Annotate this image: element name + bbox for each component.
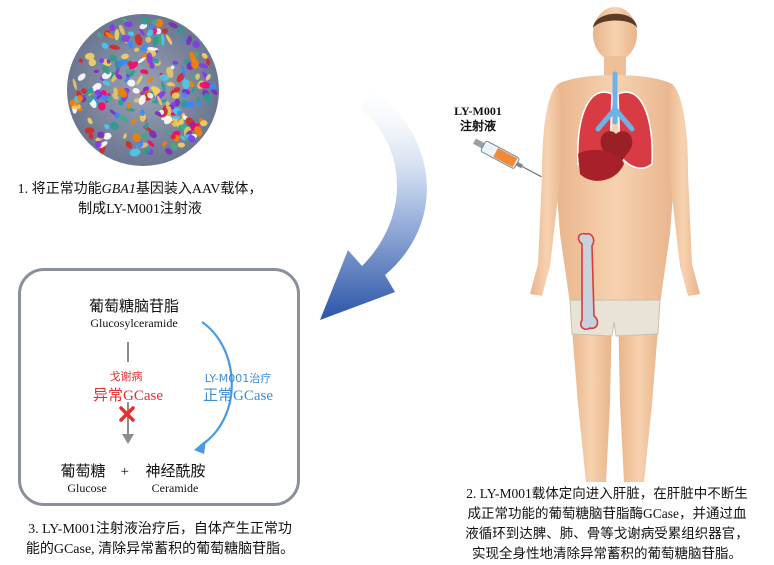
injection-label: LY-M001 注射液 [454, 104, 502, 133]
syringe-icon [473, 138, 542, 178]
disease-label: 戈谢病 [109, 370, 143, 383]
blocked-reaction-arrow [122, 342, 134, 444]
step2-caption: 2. LY-M001载体定向进入肝脏，在肝脏中不断生 成正常功能的葡萄糖脑苷脂酶… [465, 486, 749, 561]
step3-caption: 3. LY-M001注射液治疗后，自体产生正常功 能的GCase, 清除异常蓄积… [25, 522, 295, 557]
human-body-illustration [530, 7, 700, 482]
treatment-curve-arrow [194, 321, 233, 454]
step1-caption: 1. 将正常功能GBA1基因装入AAV载体， 制成LY-M001注射液 [17, 182, 263, 217]
normal-gcase-label: 正常GCase [202, 386, 273, 404]
reaction-box [18, 268, 300, 506]
substrate-en: Glucosylceramide [90, 316, 178, 330]
blocked-x-icon [119, 406, 135, 422]
abnormal-gcase-label: 异常GCase [92, 386, 163, 404]
aav-virus-illustration [67, 14, 219, 166]
treatment-label: LY-M001治疗 [204, 372, 272, 385]
process-curved-arrow [320, 88, 427, 320]
products-cn: 葡萄糖 + 神经酰胺 [60, 462, 206, 480]
substrate-cn: 葡萄糖脑苷脂 [88, 297, 179, 315]
products-en: Glucose Ceramide [67, 481, 199, 495]
